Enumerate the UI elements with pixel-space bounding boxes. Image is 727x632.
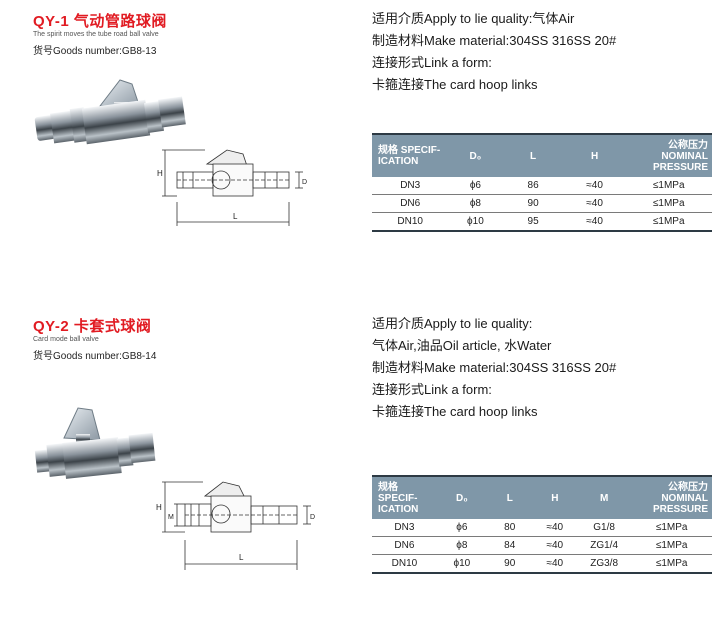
table-cell: ≤1MPa (625, 194, 712, 213)
table-cell: ≤1MPa (631, 536, 712, 555)
table-cell: ≤1MPa (631, 554, 712, 574)
header-h: H (563, 133, 626, 177)
spec-line: 制造材料Make material:304SS 316SS 20# (372, 360, 617, 375)
dimension-label-h: H (156, 503, 162, 512)
spec-line: 连接形式Link a form: (372, 382, 492, 397)
dimension-label-l: L (239, 553, 244, 562)
table-cell: DN3 (372, 177, 449, 195)
table-cell: ϕ10 (436, 554, 487, 574)
header-l: L (486, 475, 533, 519)
table-header-row: 规格 SPECIF- ICATION D₀ L H 公称压力 NOMINAL P… (372, 133, 712, 177)
table-row: DN3 ϕ6 86 ≈40 ≤1MPa (372, 177, 712, 195)
table-cell: ϕ8 (448, 194, 503, 213)
table-cell: ≈40 (532, 519, 577, 537)
table-cell: ϕ8 (436, 536, 487, 555)
product-subtitle: Card mode ball valve (33, 336, 99, 343)
table-cell: ≤1MPa (625, 212, 712, 232)
spec-line: 气体Air,油品Oil article, 水Water (372, 338, 552, 353)
product-title: QY-2 卡套式球阀 (33, 318, 152, 335)
table-row: DN10 ϕ10 90 ≈40 ZG3/8 ≤1MPa (372, 554, 712, 574)
table-cell: ≈40 (563, 212, 626, 232)
table-cell: ϕ6 (436, 519, 487, 537)
dimension-label-d: D (302, 179, 307, 186)
goods-number: 货号Goods number:GB8-13 (33, 46, 157, 57)
table-cell: ≈40 (563, 194, 626, 213)
table-header-row: 规格 SPECIF- ICATION D₀ L H M 公称压力 NOMINAL… (372, 475, 712, 519)
product-title: QY-1 气动管路球阀 (33, 13, 167, 30)
header-d0: D₀ (448, 133, 503, 177)
spec-line: 连接形式Link a form: (372, 55, 492, 70)
table-cell: ≤1MPa (625, 177, 712, 195)
table-cell: 84 (486, 536, 533, 555)
valve-photo (34, 407, 156, 479)
valve-photo (34, 79, 186, 145)
product-section-qy1: QY-1 气动管路球阀 The spirit moves the tube ro… (0, 0, 727, 300)
table-cell: 95 (502, 212, 564, 232)
valve-dimension-drawing: H M D L (156, 481, 315, 570)
spec-line: 制造材料Make material:304SS 316SS 20# (372, 33, 617, 48)
dimension-label-m: M (168, 514, 174, 521)
dimension-label-d: D (310, 514, 315, 521)
table-cell: ϕ6 (448, 177, 503, 195)
product-subtitle: The spirit moves the tube road ball valv… (33, 31, 159, 38)
goods-number: 货号Goods number:GB8-14 (33, 351, 157, 362)
table-cell: ≈40 (532, 554, 577, 574)
table-cell: ≈40 (563, 177, 626, 195)
product-section-qy2: QY-2 卡套式球阀 Card mode ball valve 货号Goods … (0, 310, 727, 632)
spec-line: 适用介质Apply to lie quality:气体Air (372, 11, 575, 26)
header-l: L (502, 133, 564, 177)
spec-table: 规格 SPECIF- ICATION D₀ L H M 公称压力 NOMINAL… (372, 475, 712, 574)
table-cell: ≈40 (532, 536, 577, 555)
table-row: DN3 ϕ6 80 ≈40 G1/8 ≤1MPa (372, 519, 712, 537)
header-h: H (532, 475, 577, 519)
header-pressure: 公称压力 NOMINAL PRESSURE (625, 133, 712, 177)
dimension-label-h: H (157, 169, 163, 178)
header-spec: 规格 SPECIF- ICATION (372, 133, 449, 177)
dimension-label-l: L (233, 212, 238, 221)
spec-table: 规格 SPECIF- ICATION D₀ L H 公称压力 NOMINAL P… (372, 133, 712, 232)
spec-line: 卡箍连接The card hoop links (372, 77, 538, 92)
table-cell: DN10 (372, 212, 449, 232)
spec-line: 卡箍连接The card hoop links (372, 404, 538, 419)
table-cell: 86 (502, 177, 564, 195)
table-cell: 80 (486, 519, 533, 537)
table-cell: DN6 (372, 194, 449, 213)
header-m: M (576, 475, 632, 519)
table-row: DN10 ϕ10 95 ≈40 ≤1MPa (372, 212, 712, 232)
table-cell: G1/8 (576, 519, 632, 537)
table-cell: ZG1/4 (576, 536, 632, 555)
table-row: DN6 ϕ8 90 ≈40 ≤1MPa (372, 194, 712, 213)
table-cell: DN10 (372, 554, 437, 574)
table-cell: DN3 (372, 519, 437, 537)
header-pressure: 公称压力 NOMINAL PRESSURE (631, 475, 712, 519)
table-cell: 90 (486, 554, 533, 574)
table-cell: ZG3/8 (576, 554, 632, 574)
table-cell: DN6 (372, 536, 437, 555)
table-cell: ϕ10 (448, 212, 503, 232)
header-d0: D₀ (436, 475, 487, 519)
valve-dimension-drawing: H D L (157, 149, 307, 226)
spec-line: 适用介质Apply to lie quality: (372, 316, 533, 331)
table-cell: 90 (502, 194, 564, 213)
table-row: DN6 ϕ8 84 ≈40 ZG1/4 ≤1MPa (372, 536, 712, 555)
table-cell: ≤1MPa (631, 519, 712, 537)
header-spec: 规格 SPECIF- ICATION (372, 475, 437, 519)
